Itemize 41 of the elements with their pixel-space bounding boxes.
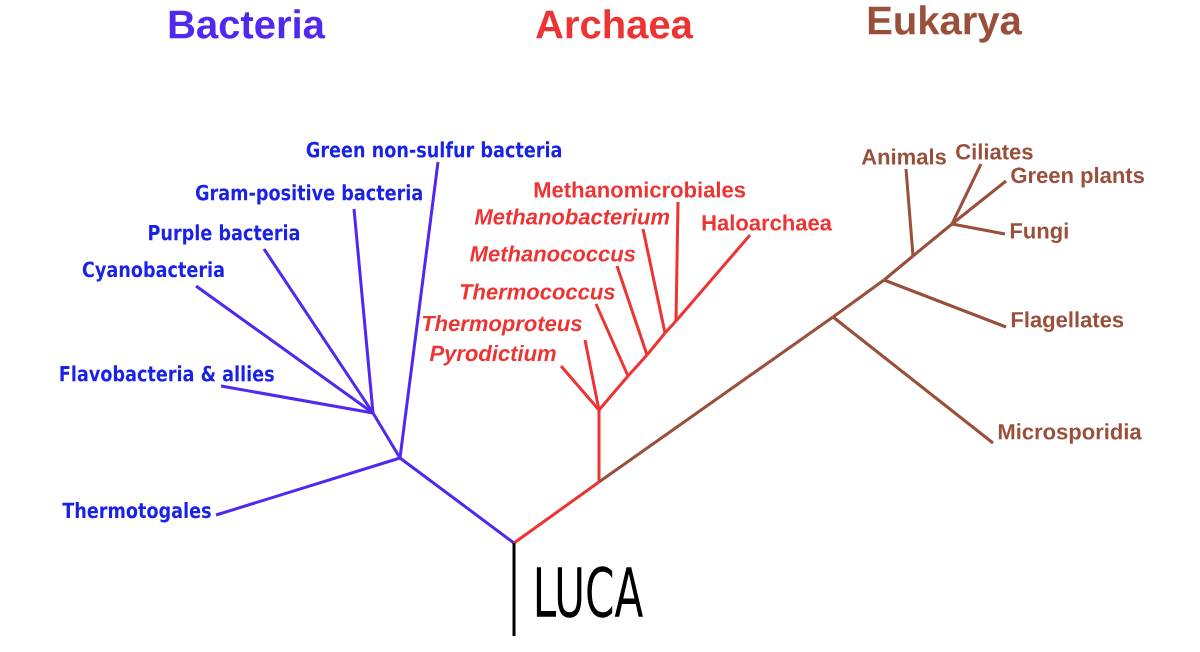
- taxon-label: Cyanobacteria: [82, 261, 224, 282]
- taxon-label: Animals: [861, 148, 946, 165]
- domain-heading: Archaea: [536, 9, 694, 39]
- taxon-label: Haloarchaea: [702, 214, 833, 231]
- taxon-label: Green plants: [1011, 167, 1144, 188]
- taxon-label: Thermotogales: [62, 502, 211, 523]
- taxon-label: Microsporidia: [998, 423, 1142, 444]
- taxon-label: Pyrodictium: [429, 345, 556, 366]
- domain-heading: Eukarya: [868, 5, 1023, 43]
- taxon-label: Thermoproteus: [422, 315, 582, 336]
- root-label: LUCA: [536, 566, 643, 618]
- branch-line: [262, 248, 375, 414]
- taxon-label: Flagellates: [1011, 311, 1124, 332]
- branch-line: [951, 179, 1007, 226]
- taxon-label: Methanomicrobiales: [534, 181, 746, 198]
- branch-line: [352, 208, 375, 414]
- taxon-label: Ciliates: [956, 143, 1033, 160]
- branch-line: [904, 168, 915, 257]
- branch-line: [674, 234, 752, 322]
- branch-line: [559, 365, 601, 411]
- taxon-label: Fungi: [1010, 222, 1068, 244]
- branch-line: [674, 201, 680, 322]
- taxon-label: Gram-positive bacteria: [195, 184, 422, 205]
- branch-line: [215, 456, 401, 517]
- branch-line: [950, 163, 983, 225]
- taxon-label: Methanobacterium: [474, 208, 670, 225]
- branch-line: [615, 265, 649, 356]
- branch-line: [220, 384, 374, 415]
- branch-line: [832, 315, 994, 445]
- taxon-label: Flavobacteria & allies: [60, 365, 274, 382]
- branch-line: [583, 339, 601, 411]
- taxon-label: Green non-sulfur bacteria: [306, 141, 562, 158]
- branch-line: [398, 161, 440, 459]
- taxon-label: Purple bacteria: [149, 224, 300, 245]
- taxon-label: Thermococcus: [460, 283, 615, 300]
- domain-heading: Bacteria: [169, 9, 326, 39]
- branch-line: [641, 228, 667, 334]
- branch-line: [594, 303, 630, 377]
- taxon-label: Methanococcus: [470, 245, 636, 262]
- branch-line: [951, 222, 1006, 236]
- branch-line: [883, 278, 1007, 329]
